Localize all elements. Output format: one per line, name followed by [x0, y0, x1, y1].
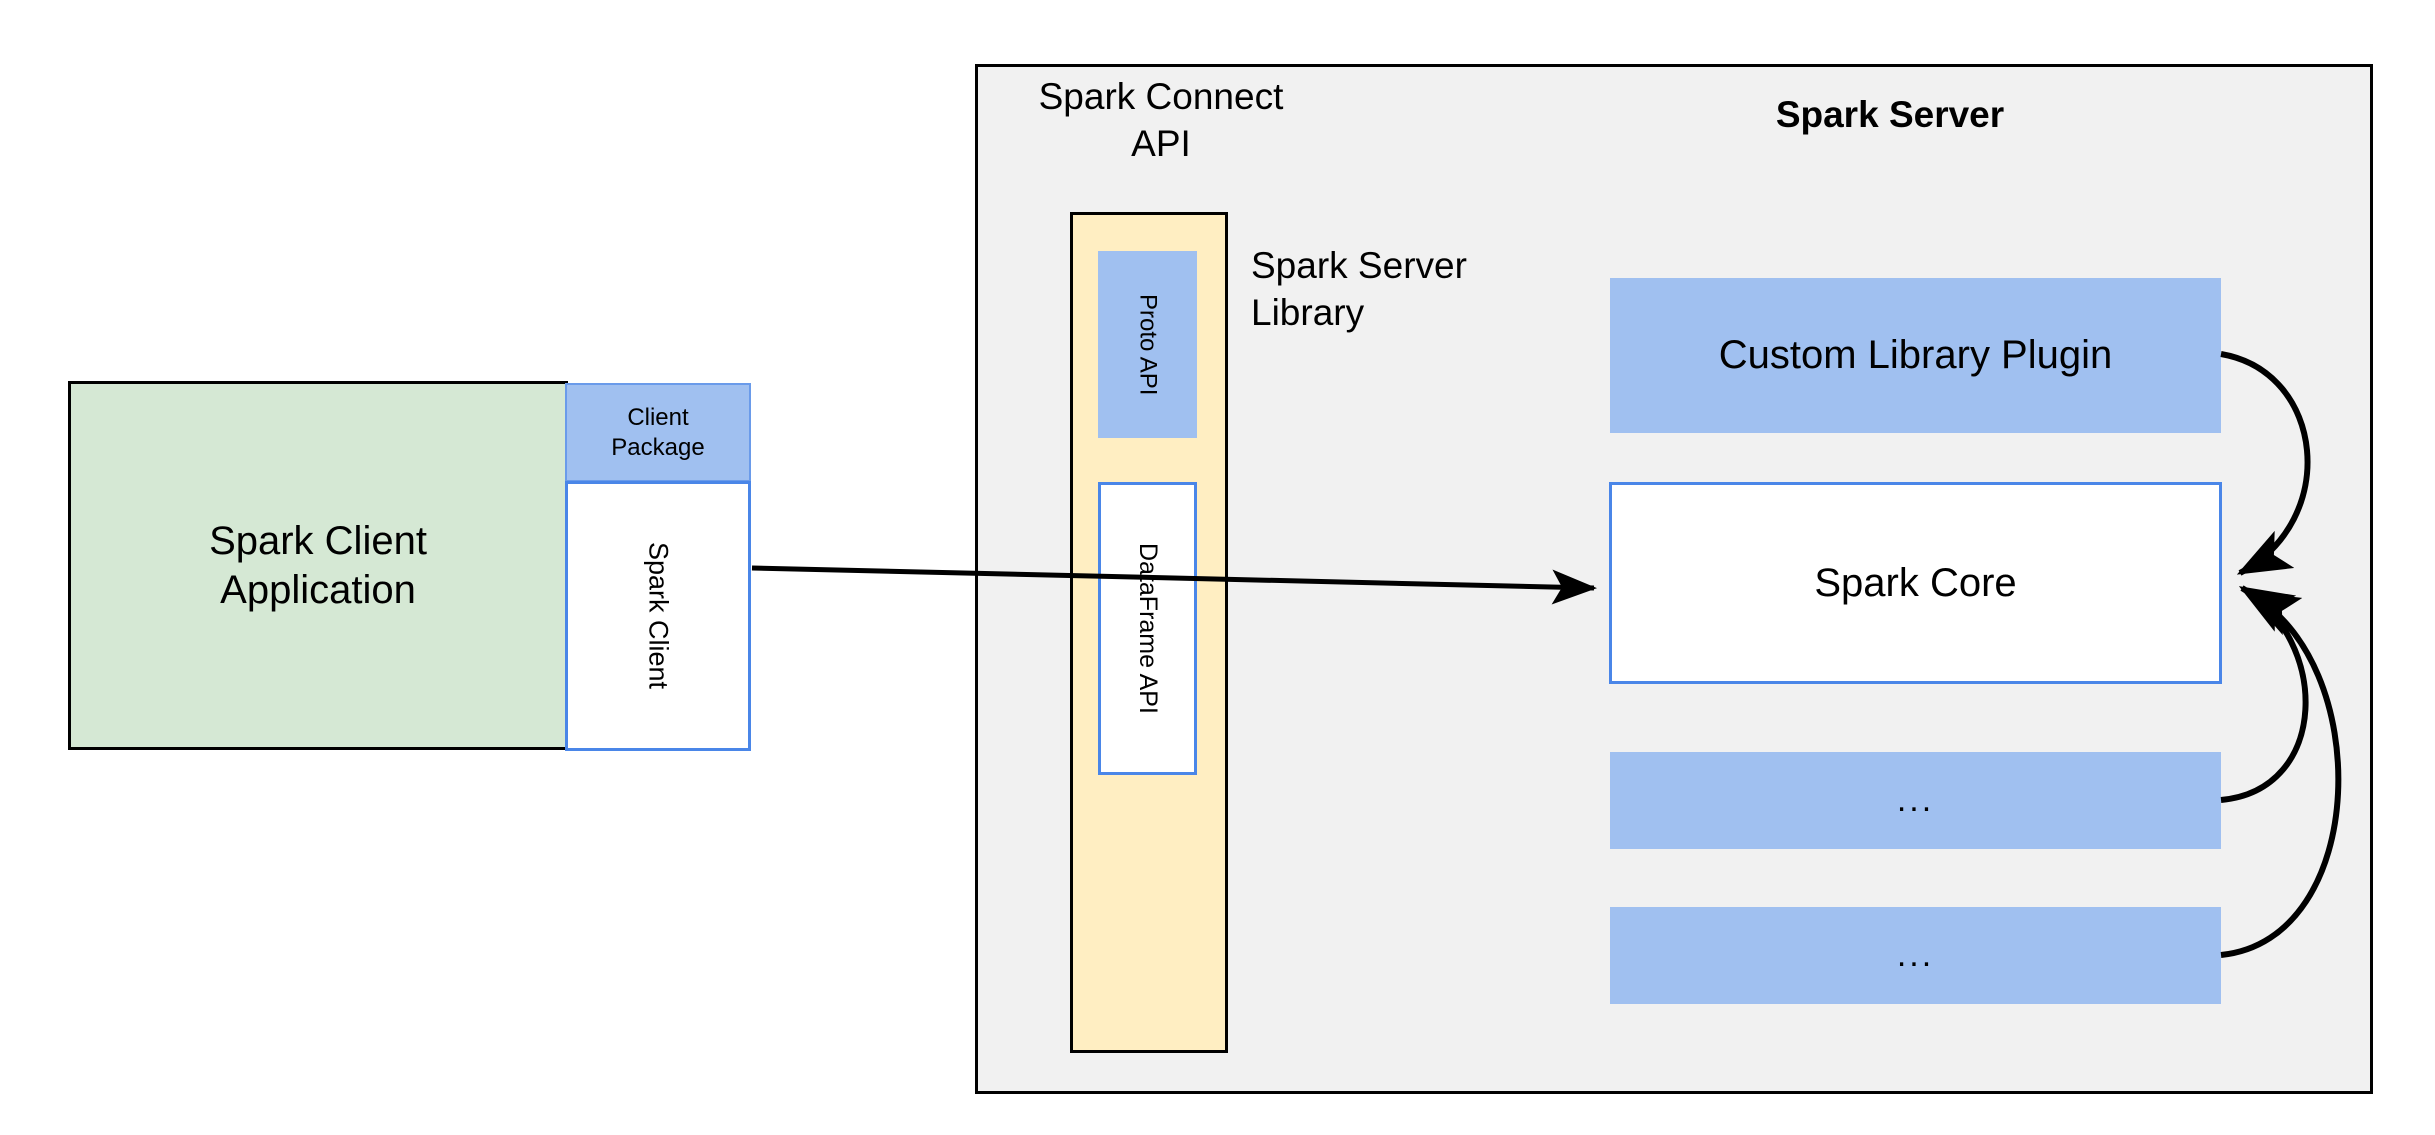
client-package-line-1: Client — [627, 403, 689, 431]
spark-connect-api-line-2: API — [1131, 122, 1191, 164]
spark-server-library-line-2: Library — [1251, 291, 1365, 333]
spark-connect-api-label: Spark Connect API — [1016, 68, 1306, 168]
spark-core-label: Spark Core — [1814, 560, 2017, 605]
custom-library-plugin-label: Custom Library Plugin — [1718, 333, 2113, 377]
client-package-line-2: Package — [611, 433, 705, 461]
custom-library-plugin-box[interactable]: Custom Library Plugin — [1610, 278, 2221, 433]
dataframe-api-box[interactable]: DataFrame API — [1098, 482, 1197, 775]
spark-client-box[interactable]: Spark Client — [565, 481, 751, 751]
spark-core-box[interactable]: Spark Core — [1609, 482, 2222, 684]
spark-server-library-label: Spark Server Library — [1251, 243, 1551, 343]
ellipsis-box-2[interactable]: ... — [1610, 907, 2221, 1004]
ellipsis-1-label: ... — [1896, 781, 1935, 819]
proto-api-box[interactable]: Proto API — [1098, 251, 1197, 438]
client-application-line-2: Application — [220, 567, 416, 612]
spark-client-application-box[interactable]: Spark Client Application — [68, 381, 568, 750]
ellipsis-2-label: ... — [1896, 936, 1935, 974]
ellipsis-box-1[interactable]: ... — [1610, 752, 2221, 849]
proto-api-label: Proto API — [1134, 293, 1162, 396]
spark-server-library-line-1: Spark Server — [1251, 245, 1467, 286]
spark-server-title: Spark Server — [1775, 94, 2005, 135]
dataframe-api-label: DataFrame API — [1134, 543, 1162, 714]
spark-connect-api-line-1: Spark Connect — [1038, 76, 1284, 117]
spark-client-label: Spark Client — [643, 542, 674, 690]
client-package-box[interactable]: Client Package — [565, 383, 751, 482]
client-application-line-1: Spark Client — [209, 518, 427, 563]
